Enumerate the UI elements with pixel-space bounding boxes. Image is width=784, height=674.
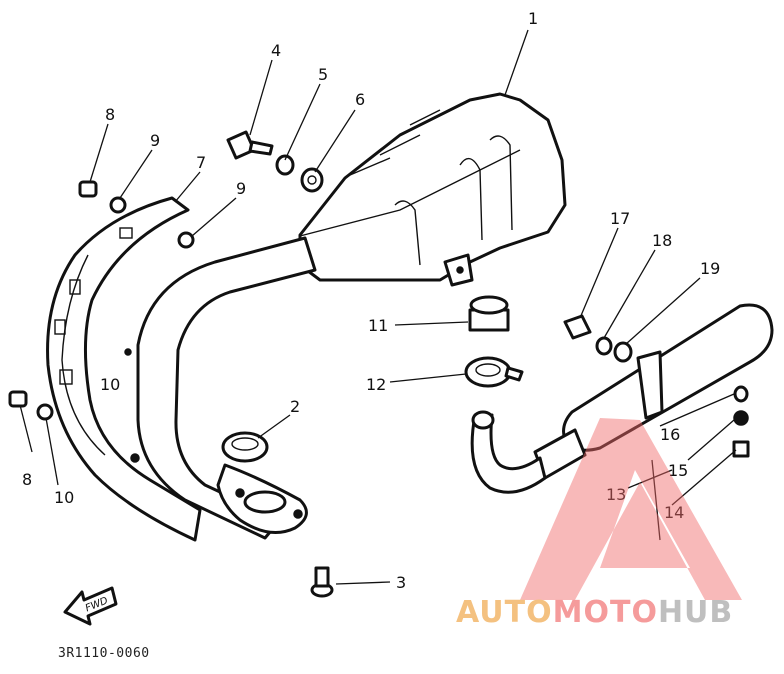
callout-19: 19: [700, 259, 720, 278]
fwd-direction-arrow: FWD: [63, 586, 118, 626]
callout-2: 2: [290, 397, 300, 416]
callout-3: 3: [396, 573, 406, 592]
watermark-auto: AUTO: [456, 595, 553, 630]
callout-11: 11: [368, 316, 388, 335]
callout-14: 14: [664, 503, 684, 522]
callout-6: 6: [355, 90, 365, 109]
callout-4: 4: [271, 41, 281, 60]
callout-8-top: 8: [105, 105, 115, 124]
watermark-moto: MOTO: [553, 595, 658, 630]
callout-17: 17: [610, 209, 630, 228]
svg-text:AUTOMOTOHUB: AUTOMOTOHUB: [456, 595, 733, 630]
callout-15: 15: [668, 461, 688, 480]
callout-18: 18: [652, 231, 672, 250]
watermark-triangle-logo: [520, 418, 742, 600]
callout-numbers: 1 2 3 4 5 6 7 8 8 9 9 10 10 11 12 13 14 …: [22, 9, 720, 592]
leader-lines: [19, 29, 737, 585]
callout-5: 5: [318, 65, 328, 84]
callout-13: 13: [606, 485, 626, 504]
callout-8-bottom: 8: [22, 470, 32, 489]
callout-9-top: 9: [150, 131, 160, 150]
automotohub-watermark: AUTOMOTOHUB: [456, 418, 742, 630]
callout-1: 1: [528, 9, 538, 28]
callout-7: 7: [196, 153, 206, 172]
callout-10-bottom: 10: [54, 488, 74, 507]
callout-9-mid: 9: [236, 179, 246, 198]
callout-12: 12: [366, 375, 386, 394]
silencer: [470, 303, 774, 494]
hardware: [8, 130, 750, 598]
callout-10-mid: 10: [100, 375, 120, 394]
callout-16: 16: [660, 425, 680, 444]
muffler-body: [298, 92, 567, 287]
drawing-code: 3R1110-0060: [58, 646, 150, 661]
watermark-hub: HUB: [658, 595, 733, 630]
exhaust-protector: [46, 196, 202, 542]
